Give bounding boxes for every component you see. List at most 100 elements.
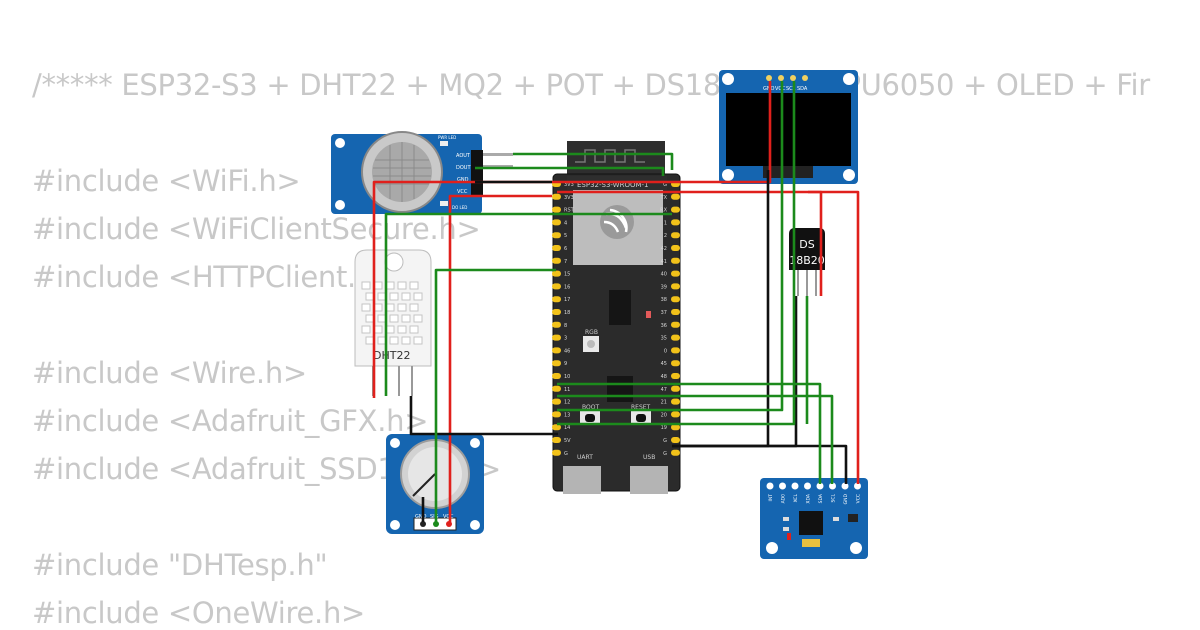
esp32-pin-label: 5	[564, 233, 567, 239]
mpu6050-pin-dot[interactable]	[841, 482, 849, 490]
code-line-12: #include <OneWire.h>	[32, 596, 366, 630]
esp32-pin-pad[interactable]	[552, 283, 561, 290]
wire-dht22-gnd	[409, 396, 556, 436]
oled-pin-vcc: VCC	[775, 86, 786, 92]
esp32-pin-pad[interactable]	[552, 309, 561, 315]
usb-port	[630, 466, 668, 494]
esp32-pin-pad[interactable]	[671, 232, 680, 239]
esp32-pin-label: 20	[661, 412, 667, 418]
dht22-vent	[361, 281, 371, 290]
esp32-pin-pad[interactable]	[552, 245, 561, 251]
mq2-sensor[interactable]: PWR LED DO LED AOUT DOUT GND VCC	[331, 131, 513, 214]
pot-pin-sig: SIG	[430, 514, 439, 520]
esp32-pin-pad[interactable]	[671, 257, 680, 264]
mpu-smd	[833, 517, 839, 521]
uart-label: UART	[577, 454, 593, 461]
dht22-label: DHT22	[373, 349, 410, 362]
esp32-pin-pad[interactable]	[552, 424, 561, 431]
mpu6050-pin-dot[interactable]	[779, 482, 786, 490]
dht22-pin	[411, 366, 413, 396]
ds18b20-label-2: 18B20	[789, 254, 825, 267]
esp32-pin-pad[interactable]	[552, 411, 561, 418]
esp32-pin-pad[interactable]	[671, 360, 680, 367]
code-line-7: #include <Wire.h>	[32, 356, 307, 390]
esp32-pin-pad[interactable]	[671, 398, 680, 405]
esp32-pin-pad[interactable]	[552, 219, 561, 226]
esp32-pin-pad[interactable]	[671, 321, 680, 328]
esp32-pin-label: 19	[661, 425, 667, 431]
dht22-hole	[384, 252, 404, 272]
esp32-pin-label: 38	[661, 297, 667, 303]
esp32-pin-pad[interactable]	[671, 283, 680, 290]
mpu6050-pin-dot[interactable]	[854, 482, 861, 490]
dht22-vent	[397, 281, 407, 290]
dht22-vent	[361, 303, 371, 312]
mpu6050-pin-dot[interactable]	[816, 482, 824, 490]
reset-button-cap[interactable]	[636, 414, 646, 422]
esp32-pin-pad[interactable]	[552, 193, 561, 200]
pot-pin-dot	[446, 521, 452, 527]
esp32-pin-label: 37	[661, 310, 667, 316]
mpu6050-pin-dot[interactable]	[804, 482, 811, 490]
esp32-pin-pad[interactable]	[552, 334, 561, 341]
esp32-pin-pad[interactable]	[671, 373, 680, 379]
ds18b20-pin	[797, 270, 799, 296]
potentiometer[interactable]: GND SIG VCC	[386, 434, 484, 534]
esp32-pin-pad[interactable]	[552, 232, 561, 239]
mpu-smd	[783, 527, 789, 531]
esp32-pin-pad[interactable]	[671, 385, 680, 392]
esp32-pin-pad[interactable]	[671, 347, 680, 354]
dht22-vent	[389, 314, 399, 323]
mpu6050-pin-dot[interactable]	[766, 482, 774, 490]
oled-display[interactable]: GND VCC SCL SDA	[719, 70, 858, 184]
esp32-pin-label: 35	[661, 336, 667, 342]
wire-mpu-vcc	[557, 190, 860, 484]
mpu6050-pin-label: GND	[843, 493, 849, 504]
ds18b20-sensor[interactable]: DS 18B20	[789, 228, 825, 296]
esp32-pin-pad[interactable]	[671, 449, 680, 456]
mq2-mount-hole	[335, 138, 345, 148]
uart-usb-port	[563, 466, 601, 494]
esp32-pin-pad[interactable]	[671, 193, 680, 200]
esp32-pin-pad[interactable]	[552, 296, 561, 303]
rgb-led-dot	[587, 340, 595, 348]
esp32-pin-pad[interactable]	[552, 449, 561, 456]
esp32-pin-pad[interactable]	[552, 270, 561, 277]
esp32-pin-pad[interactable]	[671, 411, 680, 418]
esp32-pin-pad[interactable]	[552, 347, 561, 354]
esp32-pin-pad[interactable]	[552, 437, 561, 443]
esp32-pin-pad[interactable]	[671, 437, 680, 443]
esp32-pin-pad[interactable]	[552, 321, 561, 328]
mpu6050-pin-label: SCL	[831, 494, 837, 503]
esp32-pin-pad[interactable]	[671, 296, 680, 303]
esp32-pin-pad[interactable]	[671, 219, 680, 226]
dht22-vent	[409, 303, 419, 312]
esp32-s3-board[interactable]: ESP32-S3-WROOM-1 RGB BOOT RESET UART USB…	[552, 141, 681, 494]
oled-pin-dot	[766, 75, 772, 81]
esp32-pin-pad[interactable]	[671, 334, 680, 341]
mq2-pin-vcc: VCC	[457, 189, 468, 195]
esp32-pin-label: 11	[564, 387, 570, 393]
dht22-sensor[interactable]: DHT22	[354, 249, 432, 396]
esp32-pin-pad[interactable]	[671, 206, 680, 213]
wire-oled-vcc	[722, 81, 772, 184]
esp32-pin-label: 18	[564, 310, 570, 316]
mpu6050-chip	[799, 511, 823, 535]
esp32-pin-pad[interactable]	[552, 398, 561, 405]
esp32-pin-pad[interactable]	[552, 373, 561, 379]
esp32-pin-pad[interactable]	[552, 206, 561, 213]
dht22-pin	[398, 366, 400, 396]
esp32-pin-pad[interactable]	[671, 245, 680, 251]
mpu6050-pin-dot[interactable]	[829, 482, 836, 490]
esp32-pin-pad[interactable]	[552, 257, 561, 264]
esp32-pin-pad[interactable]	[671, 424, 680, 431]
pot-pin-vcc: VCC	[443, 514, 454, 520]
mpu6050-pin-dot[interactable]	[791, 482, 799, 490]
boot-button-cap[interactable]	[585, 414, 595, 422]
esp32-pin-pad[interactable]	[552, 360, 561, 367]
esp32-pin-pad[interactable]	[552, 385, 561, 392]
esp32-pin-pad[interactable]	[671, 270, 680, 277]
esp32-pin-pad[interactable]	[671, 309, 680, 315]
